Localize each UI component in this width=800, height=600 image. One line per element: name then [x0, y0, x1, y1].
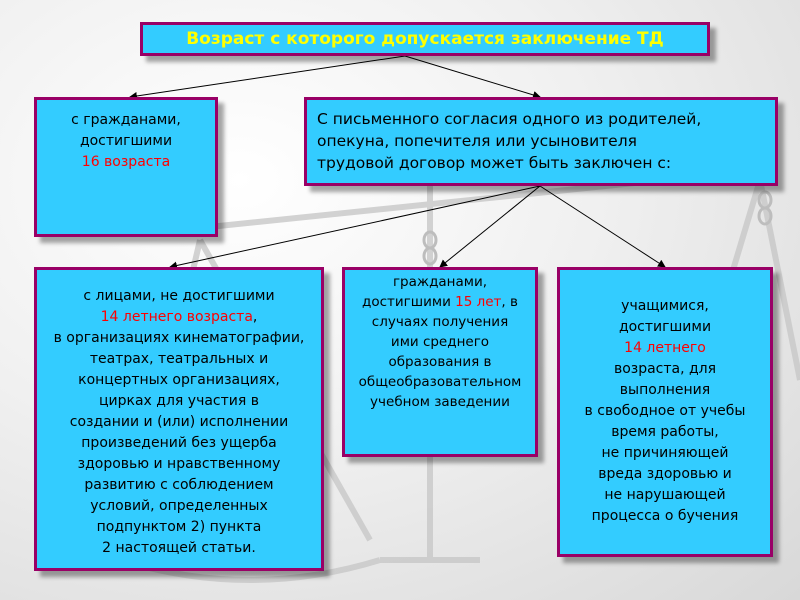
- age-15-body-line: общеобразовательном: [358, 374, 522, 390]
- age-14-body-line: произведений без ущерба: [81, 435, 277, 451]
- age-15-body-line: образования в: [388, 354, 492, 370]
- age-15-highlight: 15 лет: [455, 294, 502, 310]
- age-15-prefix: достигшими: [362, 294, 456, 310]
- age-14-highlight: 14 летнего возраста: [100, 309, 253, 325]
- consent-line1: С письменного согласия одного из родител…: [317, 110, 702, 128]
- age-15-suffix: , в: [501, 294, 518, 310]
- students-body-line: в свободное от учебы: [584, 403, 746, 419]
- age-16-highlight: 16 возраста: [81, 154, 171, 170]
- arrow-title-to-16: [129, 55, 406, 100]
- age-15-line1: гражданами,: [392, 274, 488, 290]
- age-15-body-line: учебном заведении: [370, 394, 510, 410]
- students-line1: учащимися,: [621, 298, 709, 314]
- age-14-suffix: ,: [252, 309, 258, 325]
- age-14-body-line: цирках для участия в: [99, 393, 259, 409]
- parental-consent-box: С письменного согласия одного из родител…: [304, 97, 778, 186]
- age-14-body-line: концертных организациях,: [78, 372, 280, 388]
- age-16-line2: достигшими: [79, 133, 173, 149]
- age-14-body-line: создании и (или) исполнении: [69, 414, 289, 430]
- students-body-line: вреда здоровью и: [598, 466, 732, 482]
- students-body-line: возраста, для: [613, 361, 717, 377]
- arrow-consent-to-15: [439, 185, 541, 268]
- diagram-title: Возраст с которого допускается заключени…: [140, 22, 710, 56]
- students-body-line: не нарушающей: [604, 487, 726, 503]
- consent-line3: трудовой договор может быть заключен с:: [317, 154, 672, 172]
- age-15-education-box: гражданами, достигшими 15 лет, в случаях…: [342, 267, 538, 457]
- age-14-body-line: в организациях кинематографии,: [53, 330, 305, 346]
- age-14-body-line: развитию с соблюдением: [84, 477, 274, 493]
- students-highlight: 14 летнего: [624, 340, 706, 356]
- students-body-line: процесса о бучения: [591, 508, 739, 524]
- consent-line2: опекуна, попечителя или усыновителя: [317, 132, 637, 150]
- students-line2: достигшими: [618, 319, 712, 335]
- age-14-line1: с лицами, не достигшими: [83, 288, 275, 304]
- age-14-body-line: 2 настоящей статьи.: [102, 540, 256, 556]
- age-14-body-line: здоровью и нравственному: [77, 456, 281, 472]
- age-15-body-line: случаях получения: [371, 314, 509, 330]
- age-14-body-line: театрах, театральных и: [89, 351, 269, 367]
- age-16-line1: с гражданами,: [71, 112, 181, 128]
- age-14-body-line: условий, определенных: [90, 498, 268, 514]
- age-14-arts-box: с лицами, не достигшими 14 летнего возра…: [34, 267, 324, 571]
- arrow-consent-to-students: [539, 185, 666, 268]
- students-body-line: выполнения: [619, 382, 711, 398]
- title-text: Возраст с которого допускается заключени…: [186, 29, 664, 49]
- arrow-consent-to-14: [169, 185, 541, 270]
- age-15-body-line: ими среднего: [390, 334, 490, 350]
- arrow-title-to-consent: [404, 55, 541, 99]
- students-14-box: учащимися, достигшими 14 летнего возраст…: [557, 267, 773, 557]
- age-14-body-line: подпунктом 2) пункта: [96, 519, 262, 535]
- students-body-line: не причиняющей: [601, 445, 729, 461]
- students-body-line: время работы,: [611, 424, 719, 440]
- age-16-box: с гражданами, достигшими 16 возраста: [34, 97, 218, 237]
